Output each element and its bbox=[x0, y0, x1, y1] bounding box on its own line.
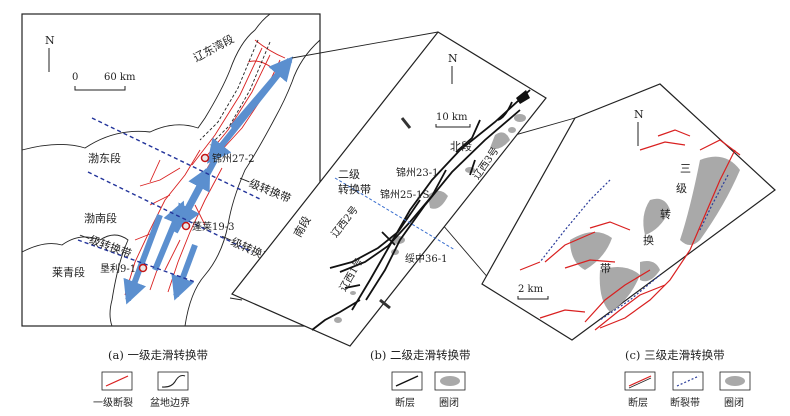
legend-box bbox=[434, 371, 466, 391]
legend-box bbox=[624, 371, 656, 391]
zone-label-char: 三 bbox=[680, 162, 691, 175]
well-marker bbox=[200, 153, 210, 163]
legend-box bbox=[719, 371, 751, 391]
basin-boundary-north bbox=[21, 13, 271, 151]
basin-boundary-south bbox=[21, 234, 129, 327]
panel-c-frame bbox=[481, 83, 776, 341]
fault-lines-c bbox=[519, 129, 741, 331]
segment-label: 渤南段 bbox=[84, 211, 117, 225]
zone-label-char: 级 bbox=[676, 182, 687, 195]
fault-wedge bbox=[516, 90, 530, 104]
transfer-zone-b bbox=[334, 177, 456, 251]
scale-bar bbox=[74, 86, 126, 91]
legend-label: 断裂带 bbox=[670, 396, 700, 409]
zone-label: 转换带 bbox=[338, 182, 371, 196]
scale-bar bbox=[517, 296, 549, 300]
caption-c: (c) 三级走滑转换带 bbox=[625, 348, 725, 362]
fault-legend-icon bbox=[628, 377, 652, 389]
segment-label: 莱青段 bbox=[52, 265, 85, 279]
scale-zero: 0 bbox=[72, 72, 78, 83]
legend-a: 一级断裂 盆地边界 bbox=[93, 371, 190, 409]
well-markers bbox=[138, 153, 210, 273]
panel-b: N 10 km 北段 南段 二级 转换带 辽西2号 辽西1号 辽西3号 锦州23… bbox=[231, 31, 547, 347]
well-label: 蓬莱19-3 bbox=[192, 221, 234, 233]
trap-legend-icon bbox=[440, 376, 460, 386]
legend-box bbox=[672, 371, 704, 391]
fault-legend-icon bbox=[105, 375, 129, 387]
scale-bar bbox=[435, 124, 471, 128]
zone-label-char: 换 bbox=[643, 233, 654, 247]
north-label: N bbox=[448, 52, 458, 65]
legend-c: 断层 断裂带 圈闭 bbox=[624, 371, 751, 409]
zone-label-char: 带 bbox=[600, 262, 611, 275]
scale-label: 10 km bbox=[436, 112, 468, 123]
fault-lines-b bbox=[311, 89, 531, 331]
well-label: 锦州25-1S bbox=[380, 188, 429, 201]
panel-c: N 2 km 三 级 转 换 带 bbox=[481, 83, 776, 341]
panel-a: N 0 60 km 辽东湾段 渤东段 渤南段 莱青段 一级转换带 一级转换带 一… bbox=[21, 13, 321, 327]
boundary-legend-icon bbox=[161, 374, 186, 388]
caption-a: (a) 一级走滑转换带 bbox=[108, 348, 208, 362]
fault-legend-icon bbox=[395, 375, 419, 387]
legend-box bbox=[391, 371, 423, 391]
well-marker bbox=[181, 221, 191, 231]
segment-label: 渤东段 bbox=[88, 151, 121, 165]
motion-mark bbox=[379, 298, 391, 310]
legend-label: 断层 bbox=[628, 396, 648, 409]
zone-label: 二级 bbox=[338, 168, 360, 181]
segment-label: 北段 bbox=[450, 139, 472, 153]
legend-label: 盆地边界 bbox=[150, 396, 190, 409]
scale-label: 2 km bbox=[518, 284, 544, 295]
well-marker bbox=[138, 263, 148, 273]
well-label: 锦州27-2 bbox=[212, 152, 254, 165]
legend-label: 圈闭 bbox=[724, 396, 744, 409]
legend-label: 断层 bbox=[395, 396, 415, 409]
dashed-zone-line bbox=[209, 41, 271, 146]
well-label: 绥中36-1 bbox=[405, 252, 447, 265]
dashed-zone-line-2 bbox=[199, 39, 259, 141]
fault-zone-legend-icon bbox=[676, 375, 700, 387]
well-label: 锦州23-1 bbox=[396, 166, 438, 179]
legend-b: 断层 圈闭 bbox=[391, 371, 466, 409]
panel-b-frame bbox=[231, 31, 547, 347]
transfer-zone-lines bbox=[77, 117, 263, 283]
motion-mark bbox=[400, 117, 412, 129]
legend-box bbox=[157, 371, 189, 391]
legend-box bbox=[101, 371, 133, 391]
north-label: N bbox=[45, 34, 55, 47]
fault-zone-c bbox=[539, 174, 729, 321]
scale-label: 60 km bbox=[104, 72, 136, 83]
caption-b: (b) 二级走滑转换带 bbox=[370, 348, 471, 362]
zone-label-vertical: 三 级 转 换 带 bbox=[600, 162, 691, 275]
north-label: N bbox=[634, 108, 644, 121]
zone-label-char: 转 bbox=[660, 207, 671, 221]
trap-legend-icon bbox=[725, 376, 745, 386]
well-label: 垦利9-1 bbox=[100, 263, 136, 275]
fault-legend-icon bbox=[628, 375, 652, 387]
legend-label: 圈闭 bbox=[439, 396, 459, 409]
legend-label: 一级断裂 bbox=[93, 396, 133, 409]
